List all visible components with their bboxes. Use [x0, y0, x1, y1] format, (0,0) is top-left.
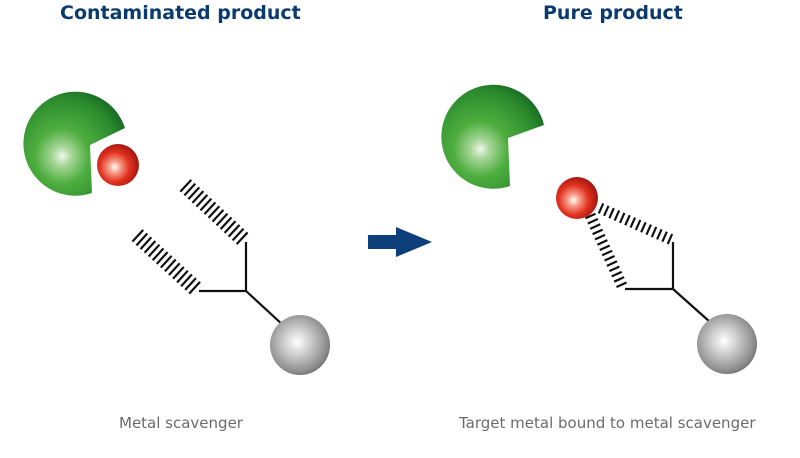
bound-ligand-hashed-lower [584, 212, 629, 291]
metal-scavenger-left [131, 179, 330, 375]
product-molecule-right [441, 84, 544, 189]
scavenger-linker-left [199, 242, 285, 327]
metal-impurity-left [97, 144, 139, 186]
pure-product-title: Pure product [543, 2, 683, 24]
product-molecule-left [23, 91, 125, 196]
contaminated-product-group [23, 91, 139, 196]
bound-ligand-hashed-upper [597, 202, 675, 246]
bound-metal-right [556, 177, 598, 219]
solid-support-bead-right [697, 314, 757, 374]
scavenger-ligand-hashed-upper [179, 179, 250, 246]
pure-product-group [441, 84, 544, 189]
scavenger-linker-right [625, 242, 711, 323]
metal-scavenger-caption: Metal scavenger [119, 414, 243, 432]
bound-metal-caption: Target metal bound to metal scavenger [459, 414, 756, 432]
solid-support-bead-left [270, 315, 330, 375]
metal-scavenger-complex-right [556, 177, 757, 374]
contaminated-product-title: Contaminated product [60, 2, 301, 24]
scavenger-ligand-hashed-lower [131, 229, 202, 295]
reaction-arrow-icon [368, 227, 432, 257]
